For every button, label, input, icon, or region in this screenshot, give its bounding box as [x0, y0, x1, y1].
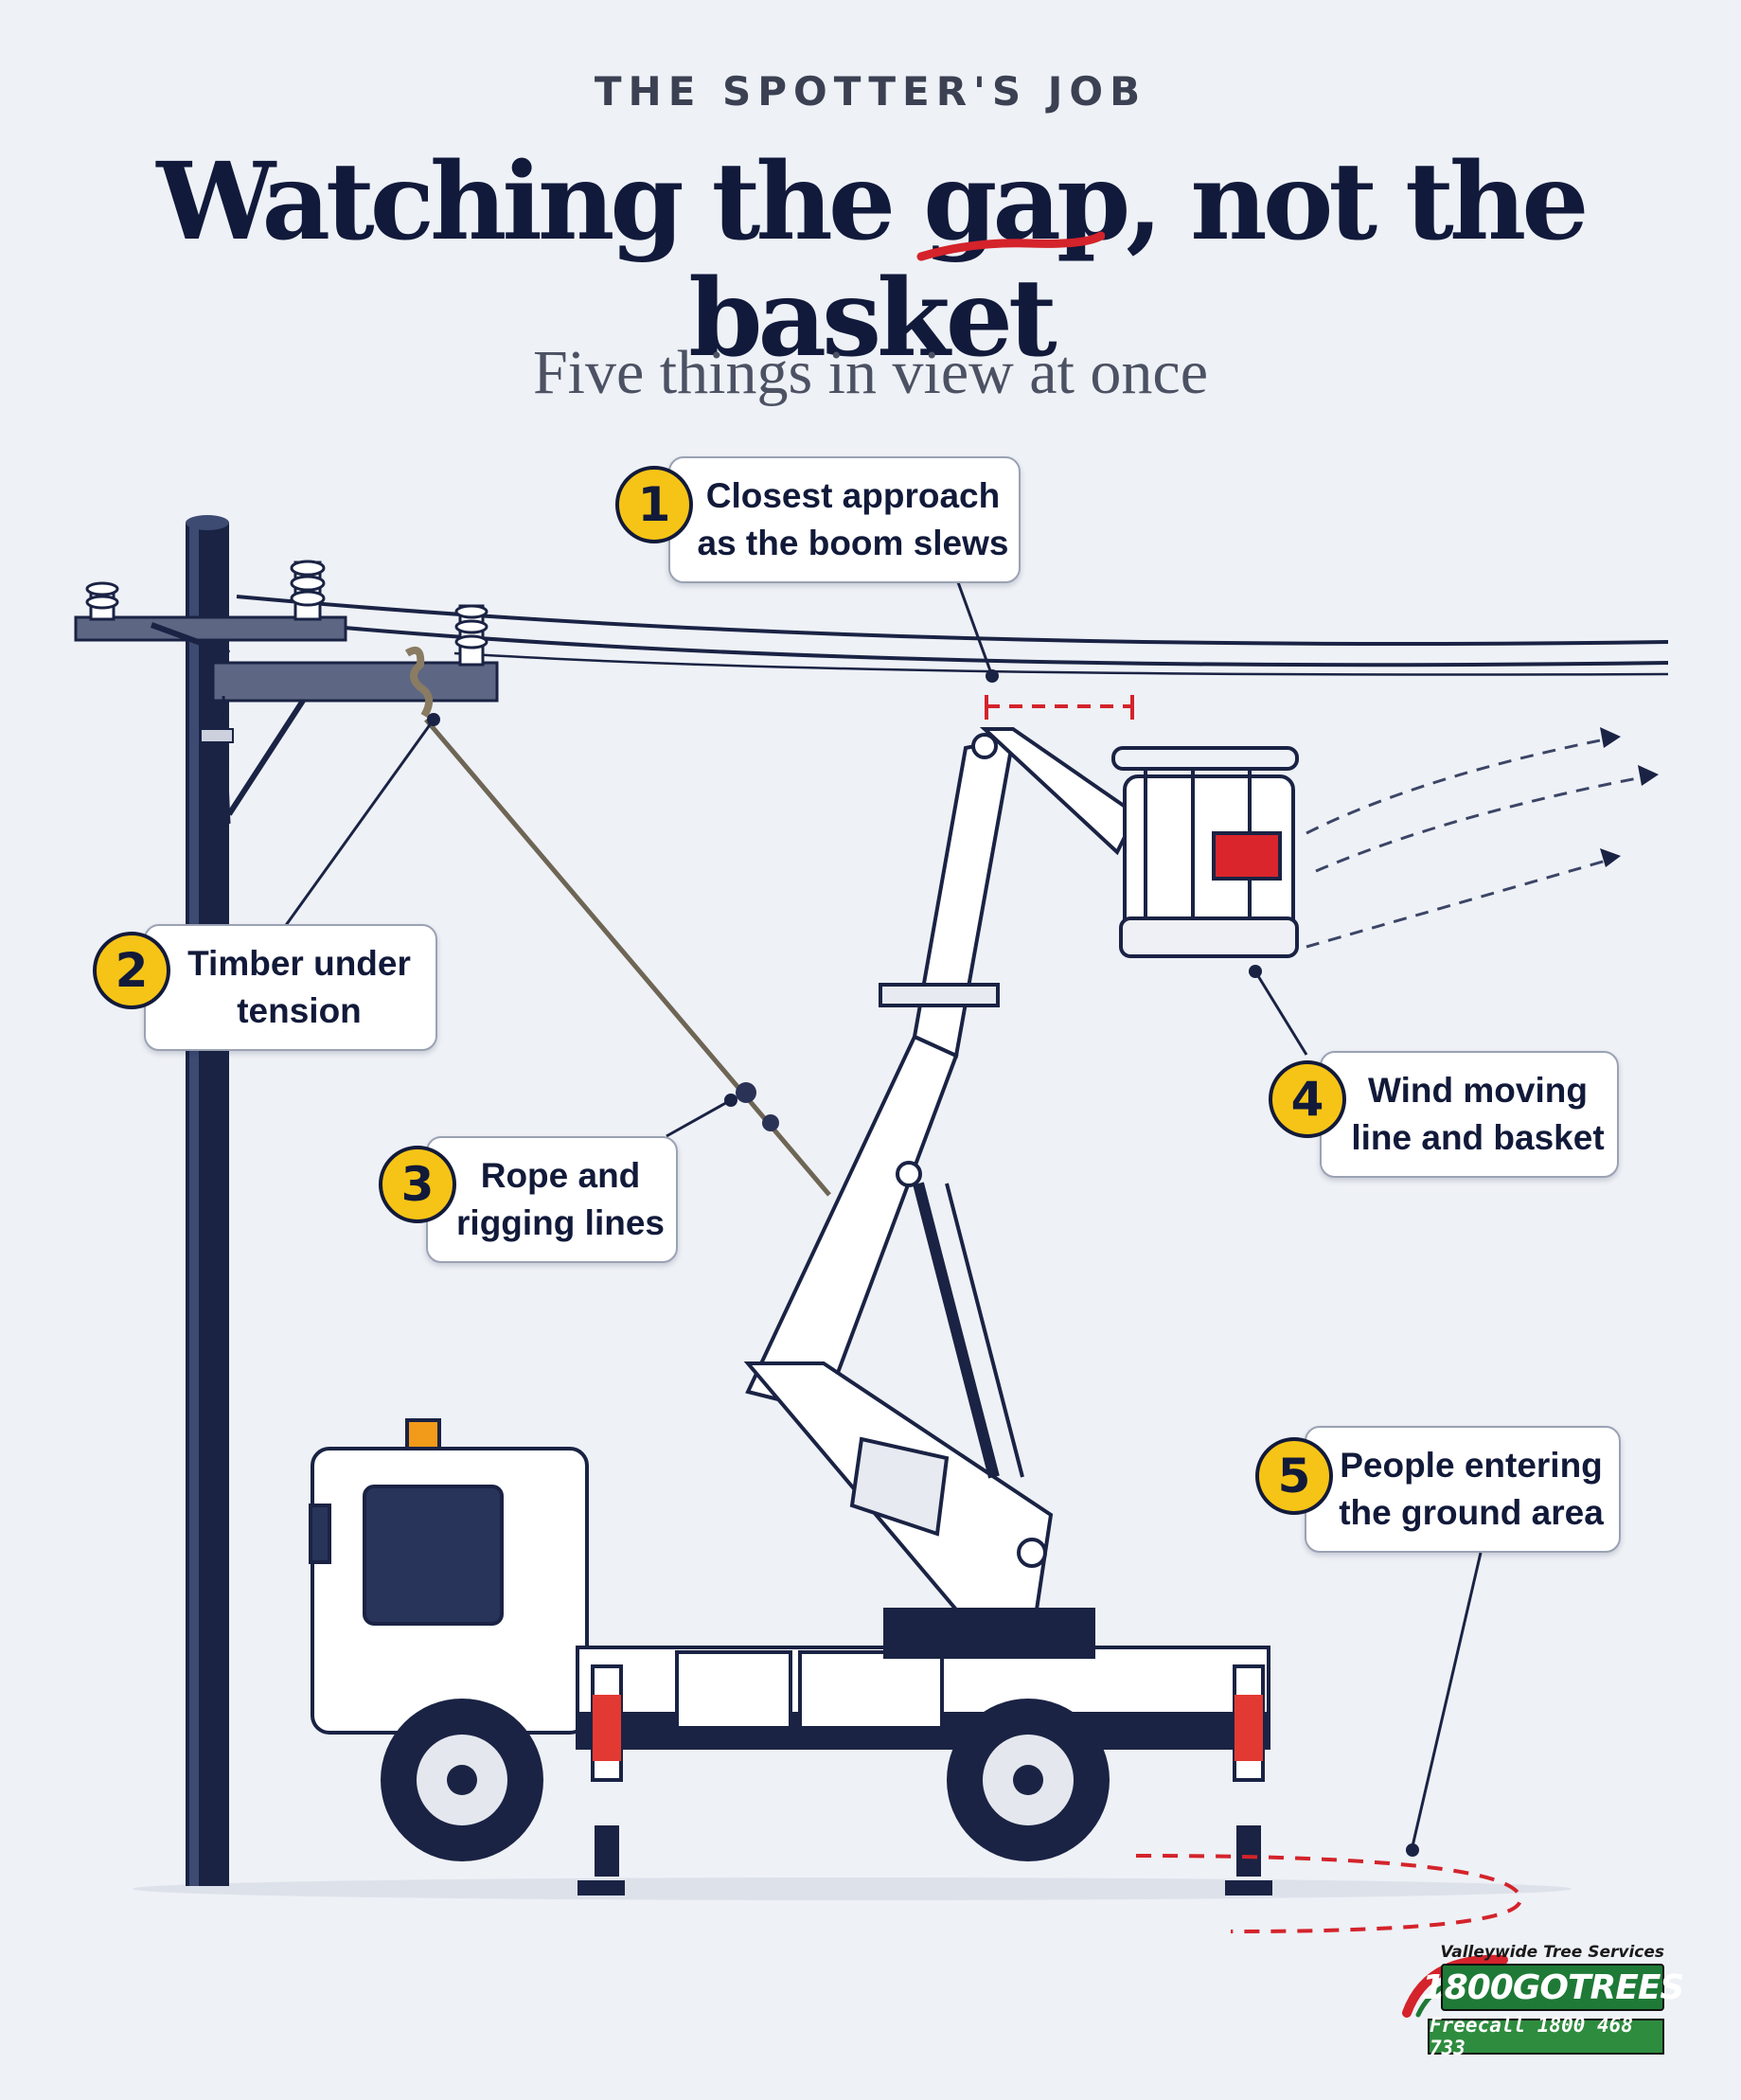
headline-highlight: gap, [916, 144, 1163, 261]
wind-arrowheads [1600, 727, 1659, 867]
callout-5-text: People entering the ground area [1339, 1442, 1604, 1537]
logo-phone: Freecall 1800 468 733 [1428, 2014, 1664, 2059]
boom-arm [743, 727, 1139, 1611]
callout-3-text: Rope and rigging lines [456, 1152, 665, 1247]
callout-2-text: Timber under tension [187, 940, 411, 1035]
callout-3-line2: rigging lines [456, 1203, 665, 1242]
headline: Watching the gap, not the basket [0, 144, 1741, 377]
callout-5-line2: the ground area [1339, 1493, 1604, 1532]
callout-2-line1: Timber under [187, 944, 411, 983]
callout-1: Closest approach as the boom slews [668, 456, 1021, 583]
logo-tagline: Valleywide Tree Services [1440, 1943, 1664, 1962]
insulator-right [454, 604, 489, 667]
callout-5: People entering the ground area [1305, 1426, 1621, 1553]
callout-3-badge: 3 [379, 1146, 456, 1223]
callout-2-badge: 2 [93, 932, 170, 1009]
rigging-rope [424, 718, 831, 1197]
basket [1111, 746, 1299, 958]
callout-5-line1: People entering [1340, 1446, 1603, 1485]
callout-2-line2: tension [237, 991, 362, 1030]
headline-part-1: Watching the [156, 140, 924, 264]
company-logo: Valleywide Tree Services 1800GOTREES Fre… [1399, 1943, 1684, 2073]
subtitle: Five things in view at once [532, 338, 1209, 407]
callout-1-text: Closest approach as the boom slews [698, 472, 1009, 567]
leader-dots [427, 669, 1419, 1857]
insulator-left [85, 581, 119, 621]
ground-shadow [133, 1878, 1572, 1900]
callout-2: Timber under tension [144, 924, 437, 1051]
callout-3-line1: Rope and [480, 1156, 641, 1195]
red-underline-stroke [916, 231, 1106, 261]
insulator-mid [290, 560, 326, 621]
clearance-marker [985, 695, 1134, 720]
callout-1-line1: Closest approach [705, 476, 1001, 515]
exclusion-zone [1135, 1854, 1522, 1933]
truck [309, 1418, 1272, 1895]
wheel-rear [947, 1699, 1110, 1861]
logo-brand: 1800GOTREES [1422, 1964, 1684, 2011]
rope-knot [404, 647, 434, 719]
headline-part-3: not the basket [688, 140, 1589, 382]
callout-4-text: Wind moving line and basket [1351, 1067, 1604, 1162]
callout-1-line2: as the boom slews [697, 524, 1009, 562]
callout-3: Rope and rigging lines [426, 1136, 678, 1263]
hazard-stripes [593, 1695, 1263, 1761]
callout-4-badge: 4 [1269, 1060, 1346, 1138]
kicker: THE SPOTTER'S JOB [594, 68, 1147, 115]
leader-lines [282, 581, 1483, 1847]
callout-1-badge: 1 [615, 466, 693, 543]
wheel-front [381, 1699, 543, 1861]
wind-arrows [1306, 737, 1648, 949]
callout-4-line1: Wind moving [1368, 1071, 1588, 1110]
callout-5-badge: 5 [1255, 1437, 1333, 1515]
callout-4: Wind moving line and basket [1320, 1051, 1619, 1178]
callout-4-line2: line and basket [1351, 1118, 1605, 1157]
utility-pole [74, 515, 499, 1886]
